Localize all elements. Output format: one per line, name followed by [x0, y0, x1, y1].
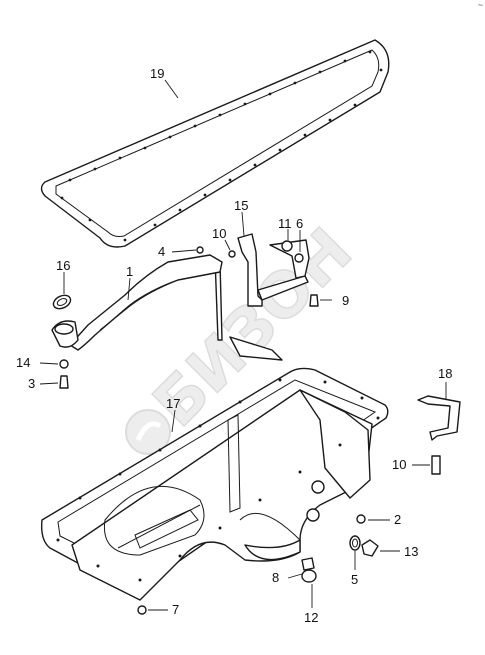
callout-12: 12 — [304, 610, 318, 625]
callout-17: 17 — [166, 396, 180, 411]
bracket-15 — [237, 233, 310, 307]
callout-5: 5 — [351, 572, 358, 587]
callout-9: 9 — [342, 293, 349, 308]
drain-parts — [137, 514, 379, 615]
callout-19: 19 — [150, 66, 164, 81]
callout-7: 7 — [172, 602, 179, 617]
fittings — [51, 240, 319, 389]
callout-11: 11 — [278, 216, 292, 231]
corner-mark: ~ — [477, 0, 483, 10]
callout-18: 18 — [438, 366, 452, 381]
dipstick-bracket-18 — [417, 395, 461, 475]
callout-10: 10 — [212, 226, 226, 241]
callout-4: 4 — [158, 244, 165, 259]
leader-lines — [39, 79, 447, 611]
callout-1: 1 — [126, 264, 133, 279]
callout-6: 6 — [296, 216, 303, 231]
gasket-19 — [40, 39, 390, 248]
callout-2: 2 — [394, 512, 401, 527]
oil-pan-17 — [40, 367, 389, 601]
callout-8: 8 — [272, 570, 279, 585]
callout-16: 16 — [56, 258, 70, 273]
callout-10b: 10 — [392, 457, 406, 472]
suction-pipe-1 — [69, 254, 283, 361]
callout-13: 13 — [404, 544, 418, 559]
callout-3: 3 — [28, 376, 35, 391]
callout-14: 14 — [16, 355, 30, 370]
callout-15: 15 — [234, 198, 248, 213]
callouts: 19 16 1 4 10 15 11 6 9 14 3 17 18 10 2 1… — [16, 66, 452, 625]
